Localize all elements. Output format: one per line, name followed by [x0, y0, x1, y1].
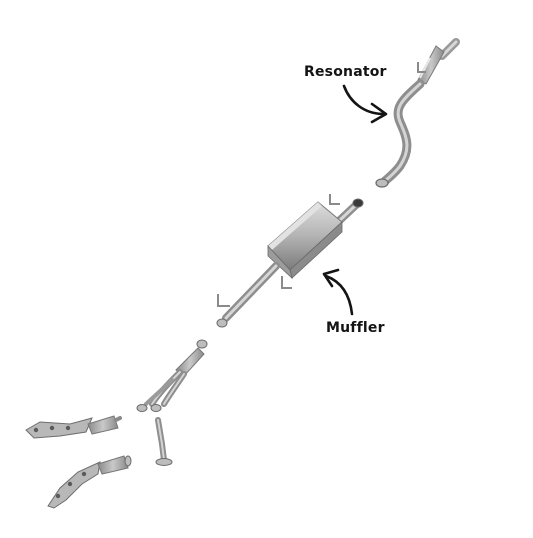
muffler-label: Muffler — [326, 320, 385, 336]
resonator-label: Resonator — [304, 64, 387, 80]
connector-pipe — [155, 417, 173, 466]
y-pipe-catalytic-converter — [136, 339, 208, 412]
right-header-lower — [47, 455, 132, 509]
muffler-callout-arrow — [322, 268, 354, 316]
resonator-pipe-assembly — [375, 38, 460, 188]
muffler-assembly — [216, 194, 364, 328]
resonator-callout-arrow — [342, 84, 388, 124]
left-header-upper — [25, 415, 122, 439]
